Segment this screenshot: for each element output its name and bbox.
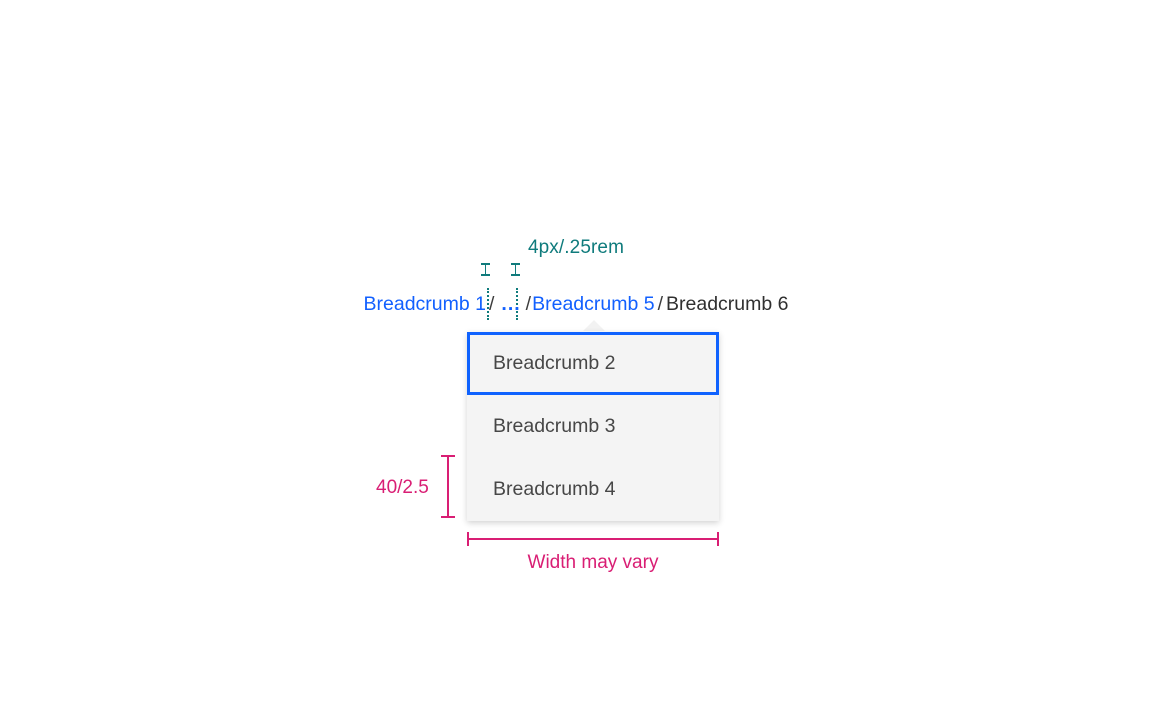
dotted-vertical-guide-icon-right bbox=[516, 288, 518, 320]
breadcrumb-separator-1: / bbox=[488, 293, 495, 315]
i-beam-tick-icon-right bbox=[511, 263, 520, 276]
overflow-menu-item-breadcrumb-4[interactable]: Breadcrumb 4 bbox=[467, 458, 719, 521]
overflow-menu-item-label: Breadcrumb 2 bbox=[493, 352, 616, 374]
menu-caret-icon bbox=[583, 320, 605, 331]
width-annotation-label: Width may vary bbox=[527, 552, 659, 573]
spacing-annotation-label: 4px/.25rem bbox=[527, 237, 625, 258]
breadcrumb-separator-3: / bbox=[657, 293, 663, 315]
dotted-vertical-guide-icon-left bbox=[487, 288, 489, 320]
i-beam-tick-icon-left bbox=[481, 263, 490, 276]
horizontal-measure-bracket-icon bbox=[467, 532, 719, 546]
overflow-menu-item-label: Breadcrumb 3 bbox=[493, 415, 616, 437]
height-annotation-label: 40/2.5 bbox=[376, 477, 429, 498]
breadcrumb: Breadcrumb 1/.../Breadcrumb 5/Breadcrumb… bbox=[0, 291, 1152, 317]
overflow-menu-item-breadcrumb-2[interactable]: Breadcrumb 2 bbox=[467, 332, 719, 395]
breadcrumb-item-5[interactable]: Breadcrumb 5 bbox=[532, 293, 655, 315]
overflow-menu-item-breadcrumb-3[interactable]: Breadcrumb 3 bbox=[467, 395, 719, 458]
breadcrumb-overflow-trigger[interactable]: ... bbox=[501, 293, 521, 315]
breadcrumb-item-1[interactable]: Breadcrumb 1 bbox=[363, 293, 486, 315]
breadcrumb-item-current: Breadcrumb 6 bbox=[666, 293, 789, 315]
overflow-menu-item-label: Breadcrumb 4 bbox=[493, 478, 616, 500]
breadcrumb-separator-2: / bbox=[525, 293, 532, 315]
breadcrumb-overflow-menu: Breadcrumb 2 Breadcrumb 3 Breadcrumb 4 bbox=[467, 332, 719, 521]
vertical-measure-bracket-icon bbox=[441, 455, 455, 518]
